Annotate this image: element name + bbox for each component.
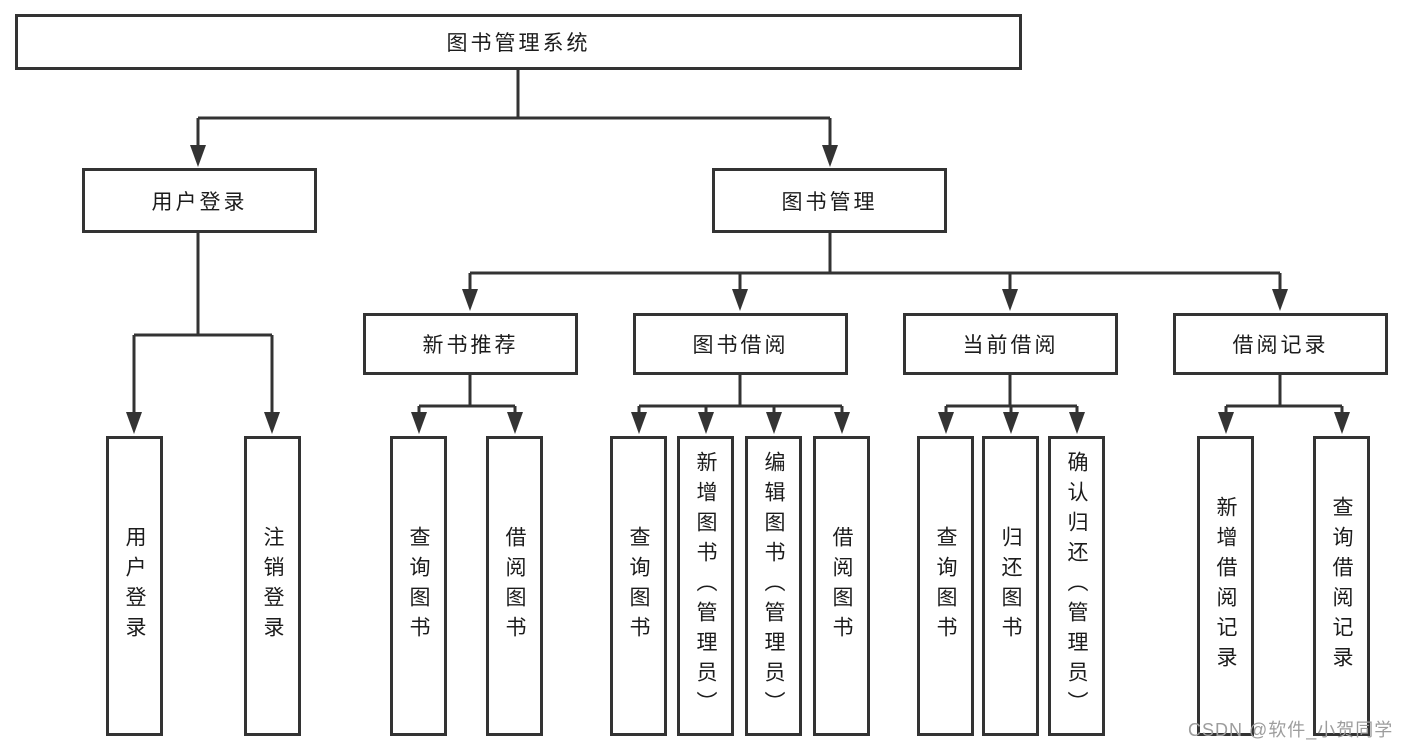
- arrowheads-borrowing-records: [1218, 412, 1350, 434]
- arrowheads-level3: [462, 289, 1288, 311]
- arrowhead-icon: [126, 412, 142, 434]
- leaf-label: 新增图书（管理员）: [694, 451, 717, 721]
- leaf-label: 借阅图书: [830, 526, 853, 646]
- leaf-label: 查询图书: [627, 526, 650, 646]
- leaf-borrow-books: 借阅图书: [813, 436, 870, 736]
- arrowhead-icon: [1069, 412, 1085, 434]
- leaf-edit-books-admin: 编辑图书（管理员）: [745, 436, 802, 736]
- leaf-add-books-admin: 新增图书（管理员）: [677, 436, 734, 736]
- arrowhead-icon: [507, 412, 523, 434]
- arrowhead-icon: [1334, 412, 1350, 434]
- node-library-management-system: 图书管理系统: [15, 14, 1022, 70]
- arrowhead-icon: [834, 412, 850, 434]
- arrowhead-icon: [631, 412, 647, 434]
- edge-book-management-to-level3: [468, 233, 1282, 305]
- leaf-label: 查询图书: [934, 526, 957, 646]
- node-borrowing-records: 借阅记录: [1173, 313, 1388, 375]
- arrowhead-icon: [411, 412, 427, 434]
- edge-user-login-to-leaves: [132, 233, 274, 428]
- node-user-login: 用户登录: [82, 168, 317, 233]
- leaf-user-login: 用户登录: [106, 436, 163, 736]
- node-new-book-recommend: 新书推荐: [363, 313, 578, 375]
- leaf-label: 确认归还（管理员）: [1065, 451, 1088, 721]
- leaf-label: 用户登录: [123, 526, 146, 646]
- leaf-query-books-recommend: 查询图书: [390, 436, 447, 736]
- leaf-return-books: 归还图书: [982, 436, 1039, 736]
- leaf-borrow-books-recommend: 借阅图书: [486, 436, 543, 736]
- arrowhead-icon: [766, 412, 782, 434]
- leaf-confirm-return-admin: 确认归还（管理员）: [1048, 436, 1105, 736]
- edge-borrowing-records-to-leaves: [1224, 375, 1344, 428]
- leaf-label: 归还图书: [999, 526, 1022, 646]
- leaf-label: 注销登录: [261, 526, 284, 646]
- edge-book-borrowing-to-leaves: [637, 375, 844, 428]
- arrowhead-icon: [462, 289, 478, 311]
- arrowhead-icon: [190, 145, 206, 167]
- node-current-borrowing: 当前借阅: [903, 313, 1118, 375]
- arrowhead-icon: [698, 412, 714, 434]
- edge-new-book-recommend-to-leaves: [417, 375, 517, 428]
- node-book-management: 图书管理: [712, 168, 947, 233]
- arrowhead-icon: [1003, 412, 1019, 434]
- arrowheads-current-borrowing: [938, 412, 1085, 434]
- arrowheads-new-book-recommend: [411, 412, 523, 434]
- arrowheads-level2: [190, 145, 838, 167]
- arrowhead-icon: [1272, 289, 1288, 311]
- leaf-label: 编辑图书（管理员）: [762, 451, 785, 721]
- leaf-query-books-current: 查询图书: [917, 436, 974, 736]
- arrowhead-icon: [264, 412, 280, 434]
- leaf-logout: 注销登录: [244, 436, 301, 736]
- csdn-watermark: CSDN @软件_小贺同学: [1188, 720, 1394, 740]
- node-book-borrowing: 图书借阅: [633, 313, 848, 375]
- leaf-label: 查询借阅记录: [1330, 496, 1353, 676]
- arrowhead-icon: [938, 412, 954, 434]
- leaf-label: 新增借阅记录: [1214, 496, 1237, 676]
- arrowhead-icon: [732, 289, 748, 311]
- leaf-query-books-borrowing: 查询图书: [610, 436, 667, 736]
- edge-root-to-level2: [196, 70, 832, 160]
- arrowheads-user-login: [126, 412, 280, 434]
- arrowhead-icon: [1218, 412, 1234, 434]
- leaf-query-borrow-record: 查询借阅记录: [1313, 436, 1370, 736]
- leaf-label: 借阅图书: [503, 526, 526, 646]
- arrowheads-book-borrowing: [631, 412, 850, 434]
- leaf-add-borrow-record: 新增借阅记录: [1197, 436, 1254, 736]
- leaf-label: 查询图书: [407, 526, 430, 646]
- arrowhead-icon: [822, 145, 838, 167]
- arrowhead-icon: [1002, 289, 1018, 311]
